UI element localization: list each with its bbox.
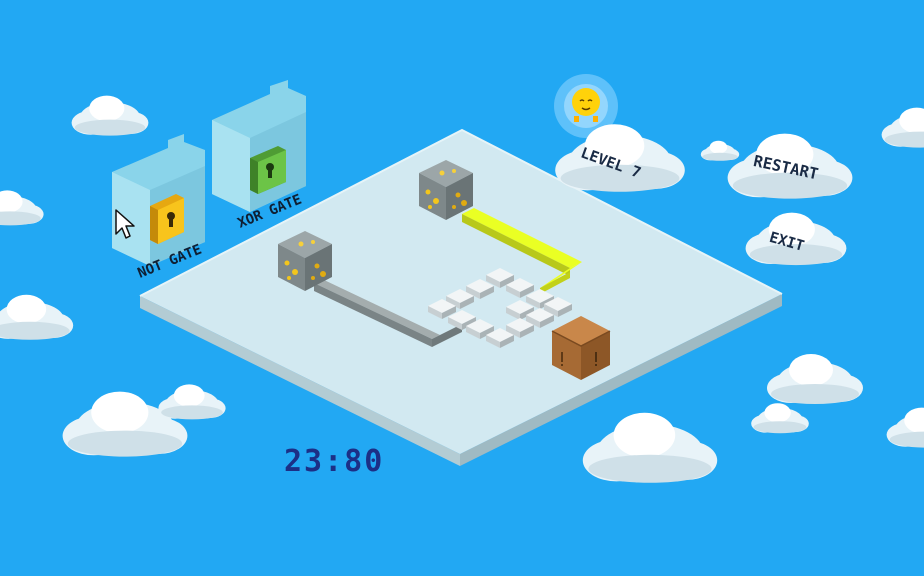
inventory-xor-gate[interactable]: XOR GATE xyxy=(212,80,306,232)
wire-inactive xyxy=(314,279,470,347)
restart-button[interactable]: RESTART xyxy=(727,133,853,199)
cloud xyxy=(751,403,809,434)
logic-gate-ring xyxy=(428,268,572,348)
ore-block-source[interactable] xyxy=(419,160,473,220)
cloud xyxy=(582,412,718,483)
cloud xyxy=(881,107,924,148)
cloud xyxy=(0,190,44,226)
arrow-cursor-icon xyxy=(115,209,135,239)
level-timer: 23:80 xyxy=(284,444,385,479)
smiley-character-icon xyxy=(572,88,600,122)
cloud xyxy=(158,384,226,420)
cloud xyxy=(0,294,74,340)
cloud xyxy=(71,95,149,136)
player-character xyxy=(554,74,618,138)
exit-button[interactable]: EXIT xyxy=(745,212,847,266)
level-cloud: LEVEL 7 xyxy=(555,124,685,192)
cloud xyxy=(886,407,924,448)
cloud xyxy=(767,354,863,404)
wooden-crate-output[interactable] xyxy=(551,316,611,380)
lock-icon xyxy=(250,146,286,194)
cloud xyxy=(700,140,740,161)
inventory-not-gate[interactable]: NOT GATE xyxy=(112,134,205,282)
ore-block-source[interactable] xyxy=(278,231,332,291)
wire-active xyxy=(462,208,582,294)
lock-icon xyxy=(150,194,184,244)
